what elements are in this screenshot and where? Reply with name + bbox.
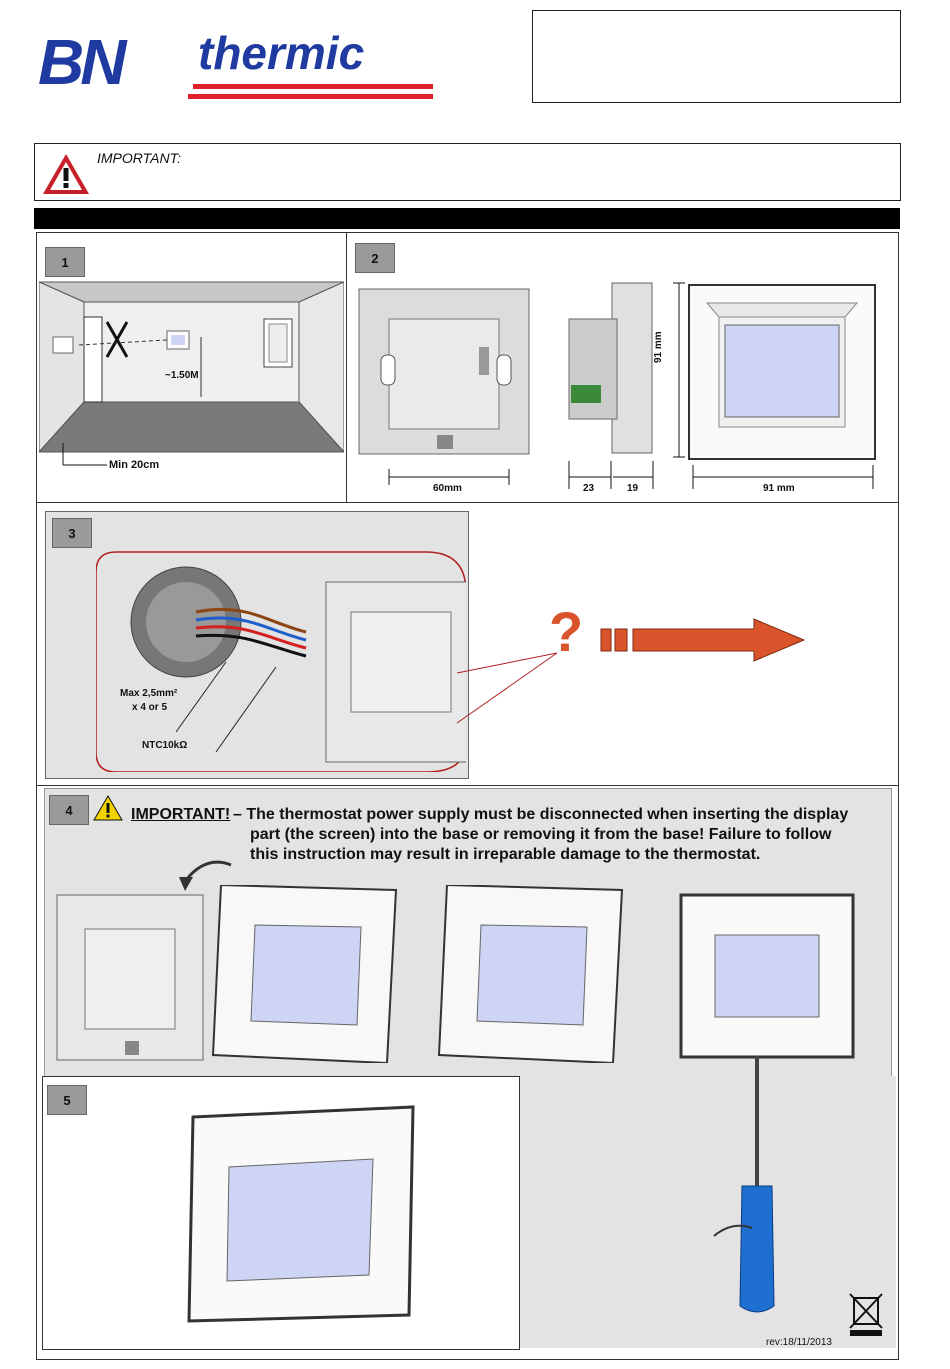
svg-text:?: ? [549, 601, 583, 663]
wiring-illustration [96, 551, 466, 772]
step1-badge: 1 [45, 247, 85, 277]
logo-thermic-text: thermic [198, 27, 365, 79]
warning-label: IMPORTANT: [97, 150, 181, 166]
warning-line-3: this instruction may result in irreparab… [250, 846, 761, 863]
warning-line-1: – The thermostat power supply must be di… [233, 806, 849, 823]
arrow-right-icon [600, 618, 806, 662]
dim-60mm: 60mm [433, 483, 462, 494]
revision-label: rev:18/11/2013 [766, 1337, 832, 1348]
wire-size-label: Max 2,5mm² [120, 688, 178, 699]
room-illustration [39, 281, 344, 453]
display-tilted-drawing-2 [437, 885, 624, 1063]
important-label: IMPORTANT! [131, 806, 231, 823]
step5-panel: 5 [42, 1076, 520, 1350]
base-plate-drawing [358, 288, 530, 455]
dimension-lines [388, 282, 874, 489]
logo-stripe-top [193, 84, 433, 89]
dim-23: 23 [583, 483, 595, 494]
dim-91mm-width: 91 mm [763, 483, 795, 494]
front-view-drawing [688, 284, 876, 460]
step3-panel: 3 Max 2,5mm² x 4 or 5 NTC10kΩ ? [36, 502, 899, 786]
min-distance-label: Min 20cm [109, 459, 160, 471]
warning-line-2: part (the screen) into the base or remov… [250, 826, 832, 843]
brand-logo: BN thermic [38, 26, 438, 102]
min-distance-arrow [62, 443, 107, 466]
final-device-drawing [187, 1105, 415, 1323]
header-empty-box [532, 10, 901, 103]
step3-wiring-area: 3 Max 2,5mm² x 4 or 5 NTC10kΩ [45, 511, 469, 779]
step5-right-area [518, 1076, 896, 1348]
warning-icon-small [93, 795, 123, 821]
logo-stripe-bottom [188, 94, 433, 99]
display-tilted-drawing-1 [211, 885, 398, 1063]
step3-badge: 3 [52, 518, 92, 548]
dim-19: 19 [627, 483, 639, 494]
wire-count-label: x 4 or 5 [132, 702, 168, 713]
dim-91mm-height: 91 mm [653, 331, 664, 363]
step5-badge: 5 [47, 1085, 87, 1115]
screwdriver-icon [713, 1056, 775, 1313]
pointer-lines [456, 652, 558, 724]
section-bar [34, 208, 900, 229]
height-label: ~1.50M [165, 370, 199, 381]
side-profile-drawing [568, 282, 653, 454]
step1-panel: 1 ~1.50M Min 20cm [36, 232, 348, 504]
logo-bn-text: BN [38, 26, 126, 98]
step2-panel: 2 60mm 23 19 91 mm 91 mm [346, 232, 899, 504]
display-assembled-drawing [679, 893, 855, 1059]
step4-badge: 4 [49, 795, 89, 825]
warning-triangle-icon [43, 154, 89, 194]
rotate-arrow-icon [179, 860, 232, 891]
question-mark-icon: ? [549, 601, 583, 663]
step2-badge: 2 [355, 243, 395, 273]
warning-box: IMPORTANT: [34, 143, 901, 201]
step4-panel: 4 IMPORTANT! – The thermostat power supp… [44, 788, 892, 1078]
open-base-drawing [56, 894, 204, 1061]
sensor-label: NTC10kΩ [142, 740, 188, 751]
recycle-bin-icon [849, 1293, 883, 1336]
